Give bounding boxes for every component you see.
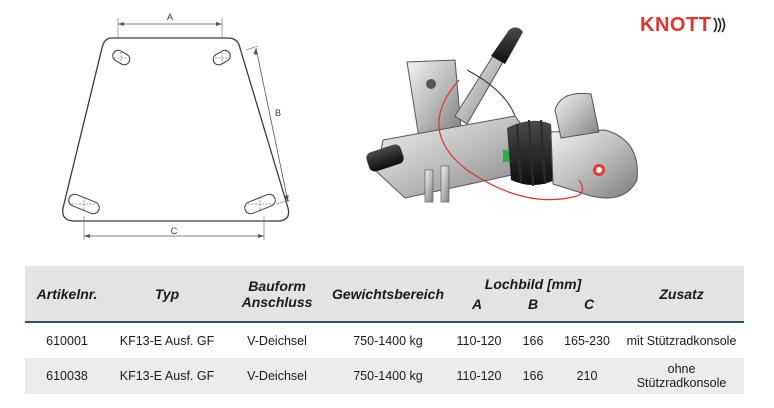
coupling-product-image — [366, 27, 638, 203]
slot-hole-top-left — [112, 49, 131, 66]
cell-zusatz-text: ohne Stützradkonsole — [636, 362, 727, 390]
table-row: 610001 KF13-E Ausf. GF V-Deichsel 750-14… — [25, 322, 744, 358]
cell-artikelnr: 610001 — [46, 333, 88, 348]
knott-logo: KNOTT — [640, 12, 750, 38]
cell-a: 110-120 — [456, 333, 502, 348]
dimension-a-label: A — [167, 12, 173, 22]
slot-hole-bottom-right — [244, 193, 276, 215]
bolt-pattern-diagram: A B C — [62, 12, 291, 240]
header-bauform: Bauform Anschluss — [225, 266, 329, 322]
header-zusatz: Zusatz — [619, 266, 745, 322]
cell-b: 166 — [522, 333, 544, 348]
cell-zusatz: mit Stützradkonsole — [619, 322, 744, 358]
header-bauform-line2: Anschluss — [241, 293, 313, 310]
header-c: C — [583, 295, 595, 312]
header-typ: Typ — [109, 266, 225, 322]
brand-name: KNOTT — [640, 13, 712, 36]
table-header-row: Artikelnr. Typ Bauform Anschluss Gewicht… — [25, 266, 745, 322]
header-bauform-line1: Bauform — [248, 277, 306, 294]
slot-hole-top-right — [212, 49, 231, 66]
cell-gewicht: 750-1400 kg — [329, 358, 447, 394]
cell-c: 165-230 — [564, 333, 610, 348]
cell-c: 210 — [555, 358, 620, 394]
cell-zusatz: ohne Stützradkonsole — [619, 358, 745, 394]
dimension-b-label: B — [275, 108, 281, 118]
header-artikelnr: Artikelnr. — [25, 266, 109, 322]
cell-artikelnr: 610038 — [25, 358, 109, 394]
cell-zusatz-text: mit Stützradkonsole — [626, 333, 737, 348]
header-a: A — [471, 295, 483, 312]
cell-bauform: V-Deichsel — [225, 358, 329, 394]
cell-a: 110-120 — [447, 358, 511, 394]
header-gewichtsbereich: Gewichtsbereich — [329, 266, 447, 322]
dimension-c-label: C — [171, 226, 178, 236]
cell-gewicht: 750-1400 kg — [353, 333, 423, 348]
table-row: 610038 KF13-E Ausf. GF V-Deichsel 750-14… — [25, 358, 745, 394]
header-lochbild-title: Lochbild [mm] — [484, 275, 582, 292]
header-b: B — [527, 295, 539, 312]
header-lochbild: Lochbild [mm] A B C — [447, 266, 620, 322]
mounting-plate-outline — [62, 37, 290, 222]
slot-hole-bottom-left — [68, 193, 100, 215]
cell-typ: KF13-E Ausf. GF — [109, 358, 225, 394]
spec-table: Artikelnr. Typ Bauform Anschluss Gewicht… — [25, 266, 745, 394]
brand-arrows-icon — [713, 17, 726, 33]
cell-bauform: V-Deichsel — [247, 333, 307, 348]
cell-b: 166 — [511, 358, 555, 394]
cell-typ: KF13-E Ausf. GF — [119, 333, 215, 348]
